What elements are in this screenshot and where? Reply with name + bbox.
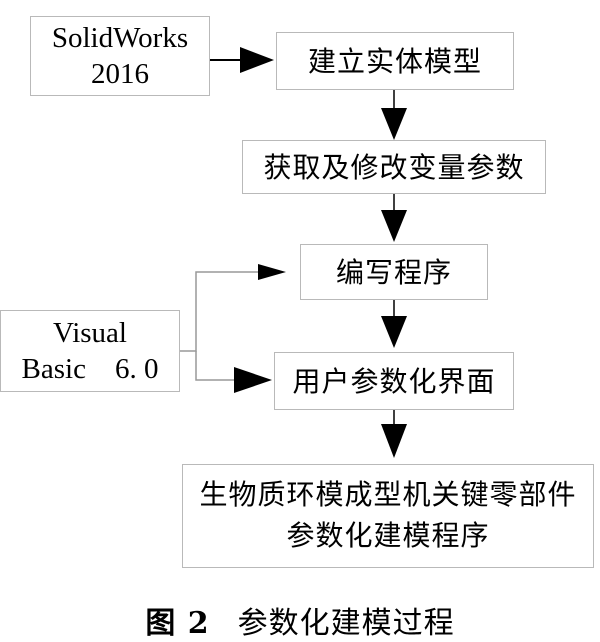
connector-vb-branch [180, 271, 262, 352]
step-parametric-modeling-program-line2: 参数化建模程序 [286, 519, 490, 552]
arrowhead-right [240, 47, 274, 73]
step-parametric-modeling-program-line1: 生物质环模成型机关键零部件 [199, 478, 577, 512]
arrowhead-down [381, 108, 407, 140]
solidworks-line1: SolidWorks [51, 21, 189, 54]
step-write-program-label: 编写程序 [335, 255, 452, 289]
connector-vb-to-ui [195, 351, 240, 381]
step-get-modify-parameters: 获取及修改变量参数 [242, 140, 546, 194]
arrowhead-down [381, 210, 407, 242]
step-user-parametric-ui: 用户参数化界面 [274, 352, 514, 410]
step-build-solid-model: 建立实体模型 [276, 32, 514, 90]
arrowhead-right [258, 264, 286, 280]
arrowhead-down [381, 424, 407, 458]
figure-number: 图 2 [145, 606, 210, 641]
step-write-program: 编写程序 [300, 244, 488, 300]
step-user-parametric-ui-label: 用户参数化界面 [292, 364, 496, 398]
solidworks-line2: 2016 [91, 58, 149, 90]
step-get-modify-parameters-label: 获取及修改变量参数 [263, 150, 525, 184]
arrowhead-right [234, 367, 272, 393]
step-build-solid-model-label: 建立实体模型 [307, 44, 482, 78]
figure-title: 参数化建模过程 [237, 606, 455, 641]
visual-basic-line2: Basic 6. 0 [21, 353, 159, 385]
solidworks-box: SolidWorks 2016 [30, 16, 210, 96]
step-parametric-modeling-program: 生物质环模成型机关键零部件 参数化建模程序 [182, 464, 594, 568]
figure-caption: 图 2 参数化建模过程 [0, 598, 600, 642]
arrowhead-down [381, 316, 407, 348]
visual-basic-box: Visual Basic 6. 0 [0, 310, 180, 392]
visual-basic-line1: Visual [53, 316, 127, 349]
